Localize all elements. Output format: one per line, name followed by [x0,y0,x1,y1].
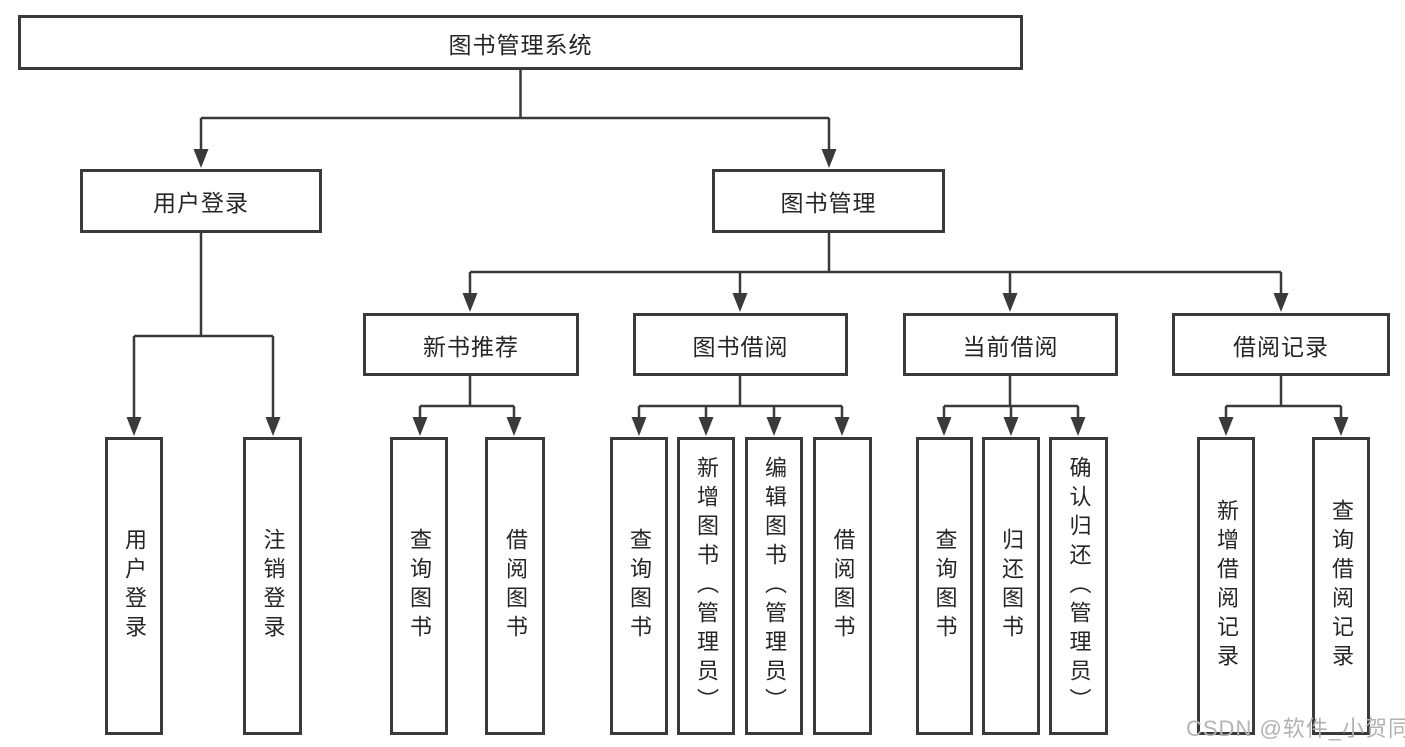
leaf-return-books: 归还图书 [982,437,1040,735]
leaf-query-books-current: 查询图书 [916,437,973,735]
node-label: 用户登录 [153,190,249,216]
node-label: 归还图书 [999,528,1024,644]
leaf-query-books-borrow: 查询图书 [610,437,668,735]
leaf-add-books-admin: 新增图书（管理员） [677,437,735,735]
node-book-management: 图书管理 [712,169,945,233]
watermark: CSDN @软件_小贺同学 [1186,716,1405,741]
node-label: 新增图书（管理员） [694,455,719,717]
node-label: 编辑图书（管理员） [762,455,787,717]
leaf-query-borrow-record: 查询借阅记录 [1312,437,1370,735]
node-label: 确认归还（管理员） [1066,455,1092,717]
node-label: 新书推荐 [423,333,519,360]
node-label: 新增借阅记录 [1214,499,1239,673]
leaf-edit-books-admin: 编辑图书（管理员） [745,437,803,735]
leaf-add-borrow-record: 新增借阅记录 [1197,437,1255,735]
node-current-borrow: 当前借阅 [903,313,1118,376]
leaf-user-login: 用户登录 [105,437,163,735]
node-label: 查询图书 [407,528,432,644]
node-label: 用户登录 [122,528,147,644]
node-label: 注销登录 [260,528,286,644]
leaf-logout: 注销登录 [243,437,302,735]
node-label: 图书管理系统 [448,31,593,58]
node-book-borrow: 图书借阅 [633,313,848,376]
node-user-login: 用户登录 [80,169,322,233]
node-root-system: 图书管理系统 [18,15,1023,70]
node-label: 借阅图书 [503,528,528,644]
node-label: 图书管理 [780,190,877,216]
node-new-book-recommend: 新书推荐 [363,313,579,376]
leaf-borrow-books-recommend: 借阅图书 [485,437,545,735]
node-label: 查询图书 [627,528,652,644]
node-label: 借阅图书 [830,528,856,644]
node-label: 查询图书 [932,528,958,644]
node-borrow-records: 借阅记录 [1172,313,1390,376]
node-label: 借阅记录 [1233,333,1329,360]
leaf-borrow-books: 借阅图书 [813,437,872,735]
connector-lines [132,70,1343,421]
node-label: 查询借阅记录 [1329,499,1354,673]
leaf-query-books-recommend: 查询图书 [390,437,448,735]
node-label: 当前借阅 [962,333,1059,360]
leaf-confirm-return-admin: 确认归还（管理员） [1049,437,1108,735]
node-label: 图书借阅 [692,333,789,360]
